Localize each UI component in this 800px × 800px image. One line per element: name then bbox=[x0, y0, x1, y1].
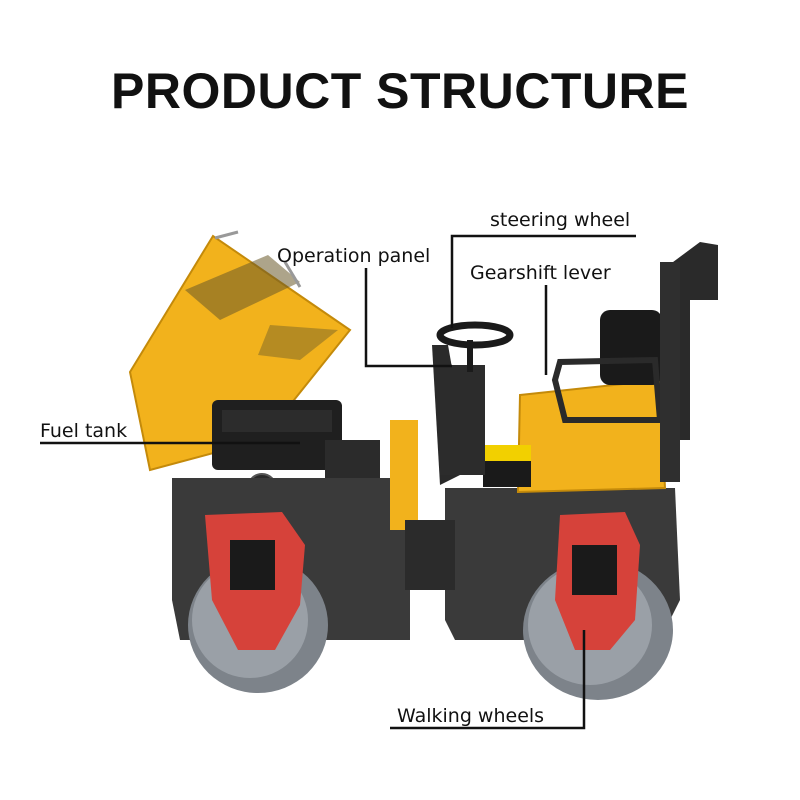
label-fuel-tank: Fuel tank bbox=[40, 420, 128, 442]
label-gearshift-lever: Gearshift lever bbox=[470, 262, 611, 284]
steering-assembly bbox=[432, 321, 514, 485]
label-steering-wheel: steering wheel bbox=[490, 209, 631, 231]
label-walking-wheels: Walking wheels bbox=[397, 705, 545, 727]
leader-walking-wheels bbox=[390, 630, 586, 730]
label-operation-panel: Operation panel bbox=[277, 245, 431, 267]
leader-steering-wheel bbox=[450, 234, 636, 328]
seat-unit bbox=[483, 310, 667, 494]
leader-operation-panel bbox=[364, 268, 452, 368]
rear-drum bbox=[188, 512, 328, 693]
rollover-frame bbox=[660, 242, 718, 482]
engine-hood bbox=[128, 230, 352, 472]
leader-lines bbox=[40, 234, 636, 730]
page-title: PRODUCT STRUCTURE bbox=[111, 63, 689, 119]
front-drum bbox=[523, 512, 673, 700]
